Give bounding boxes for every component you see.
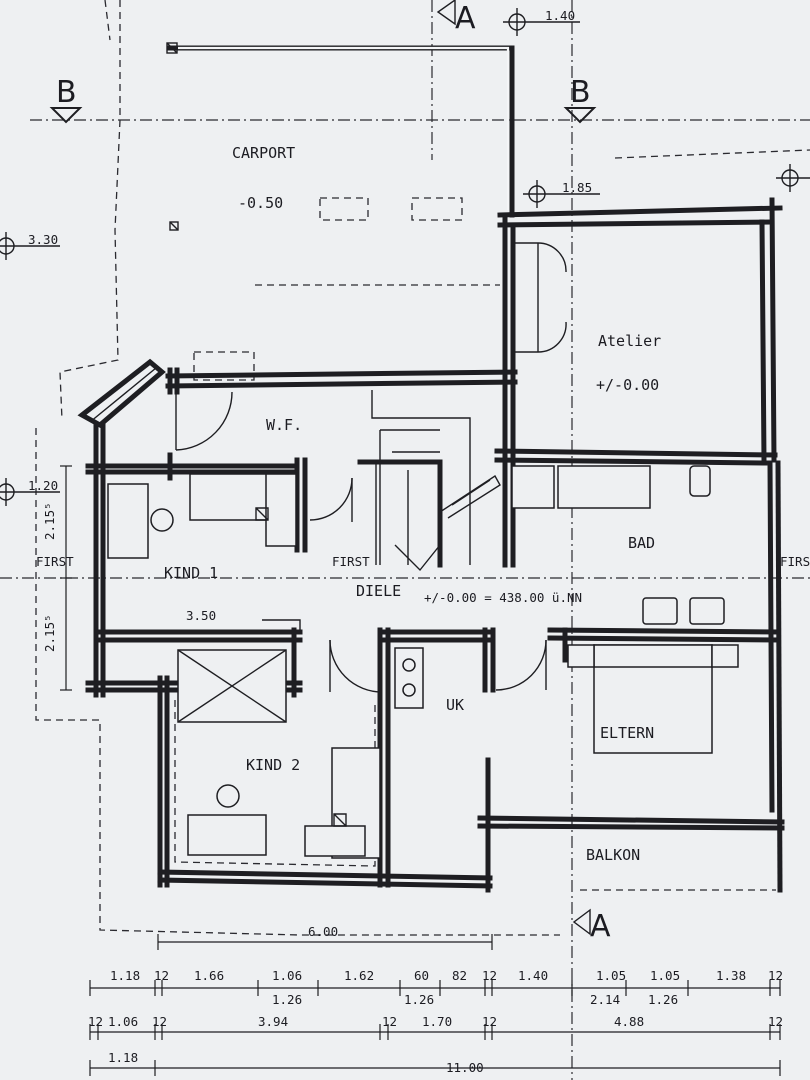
- doors: [175, 242, 567, 693]
- level-marker-right: [523, 180, 600, 208]
- dim-600: 6.00: [308, 924, 338, 939]
- level-label-diele: +/-0.00 = 438.00 ü.NN: [424, 590, 582, 605]
- furniture: [107, 465, 739, 859]
- dim-row1-item: 1.62: [344, 968, 374, 983]
- dim-row2-item: 4.88: [614, 1014, 644, 1029]
- label-first-mid: FIRST: [332, 554, 370, 569]
- dim-row1-item: 1.06: [272, 968, 302, 983]
- room-label-wf: W.F.: [266, 416, 302, 434]
- dim-row2-item: 12: [152, 1014, 167, 1029]
- walls: [77, 197, 785, 893]
- carport-outline: [166, 42, 515, 381]
- dim-row1-item: 1.38: [716, 968, 746, 983]
- dim-row1-item: 1.05: [650, 968, 680, 983]
- room-label-bad: BAD: [628, 534, 655, 552]
- section-b-left: B: [56, 75, 77, 110]
- dimension-row-1: 1.18 12 1.66 1.06 1.62 60 82 12 1.40 1.0…: [110, 968, 783, 1007]
- dim-row1-sub-item: 1.26: [272, 992, 302, 1007]
- dim-row1-item: 1.40: [518, 968, 548, 983]
- dim-row1-sub-item: 1.26: [648, 992, 678, 1007]
- level-markers: [0, 8, 810, 506]
- dim-row2-item: 12: [768, 1014, 783, 1029]
- dim-row2-item: 1.06: [108, 1014, 138, 1029]
- dim-row3-item: 1.18: [108, 1050, 138, 1065]
- dimension-row-3: 1.18 11.00: [108, 1050, 484, 1075]
- label-first-right: FIRS: [780, 554, 810, 569]
- room-label-carport: CARPORT: [232, 144, 295, 162]
- dim-row2-item: 12: [482, 1014, 497, 1029]
- section-b-right: B: [570, 75, 591, 110]
- level-marker-top: [503, 8, 580, 36]
- room-label-eltern: ELTERN: [600, 724, 654, 742]
- dim-row2-item: 12: [382, 1014, 397, 1029]
- dim-row1-item: 1.66: [194, 968, 224, 983]
- room-label-uk: UK: [446, 696, 464, 714]
- section-a-bottom: A: [590, 909, 611, 944]
- room-label-diele: DIELE: [356, 582, 401, 600]
- dim-row1-item: 1.18: [110, 968, 140, 983]
- room-label-atelier: Atelier: [598, 332, 661, 350]
- level-left-b: 1.20: [28, 478, 58, 493]
- dim-row1-sub-item: 1.26: [404, 992, 434, 1007]
- dim-row1-sub-item: 2.14: [590, 992, 620, 1007]
- label-first-left: FIRST: [36, 554, 74, 569]
- dim-215-b: 2.15⁵: [42, 614, 57, 652]
- dim-row1-item: 12: [768, 968, 783, 983]
- section-markers: [49, 0, 597, 936]
- dim-row1-item: 1.05: [596, 968, 626, 983]
- dim-350: 3.50: [186, 608, 216, 623]
- level-left-a: 3.30: [28, 232, 58, 247]
- room-label-balkon: BALKON: [586, 846, 640, 864]
- level-top: 1.40: [545, 8, 575, 23]
- dim-row2-item: 12: [88, 1014, 103, 1029]
- room-labels: CARPORT -0.50 Atelier +/-0.00 W.F. BAD K…: [164, 144, 661, 864]
- dim-row1-item: 12: [482, 968, 497, 983]
- section-a-top: A: [455, 1, 476, 36]
- level-marker-far-right: [776, 164, 810, 192]
- room-label-kind2: KIND 2: [246, 756, 300, 774]
- dimension-row-2: 12 1.06 12 3.94 12 1.70 12 4.88 12: [88, 1014, 783, 1029]
- level-label-carport: -0.50: [238, 194, 283, 212]
- dim-row1-item: 12: [154, 968, 169, 983]
- dimension-lines: [60, 465, 781, 1076]
- dim-row2-item: 3.94: [258, 1014, 288, 1029]
- dim-215-a: 2.15⁵: [42, 502, 57, 540]
- dim-row1-item: 82: [452, 968, 467, 983]
- level-label-atelier: +/-0.00: [596, 376, 659, 394]
- level-marker-left-a: [0, 232, 60, 260]
- level-right-mid: 1.85: [562, 180, 592, 195]
- annotation-labels: FIRST FIRST FIRS B B A A 1.40 1.85 3.30 …: [28, 1, 810, 944]
- level-marker-left-b: [0, 478, 60, 506]
- dim-row3-total: 11.00: [446, 1060, 484, 1075]
- room-label-kind1: KIND 1: [164, 564, 218, 582]
- dim-row1-item: 60: [414, 968, 429, 983]
- dim-row2-item: 1.70: [422, 1014, 452, 1029]
